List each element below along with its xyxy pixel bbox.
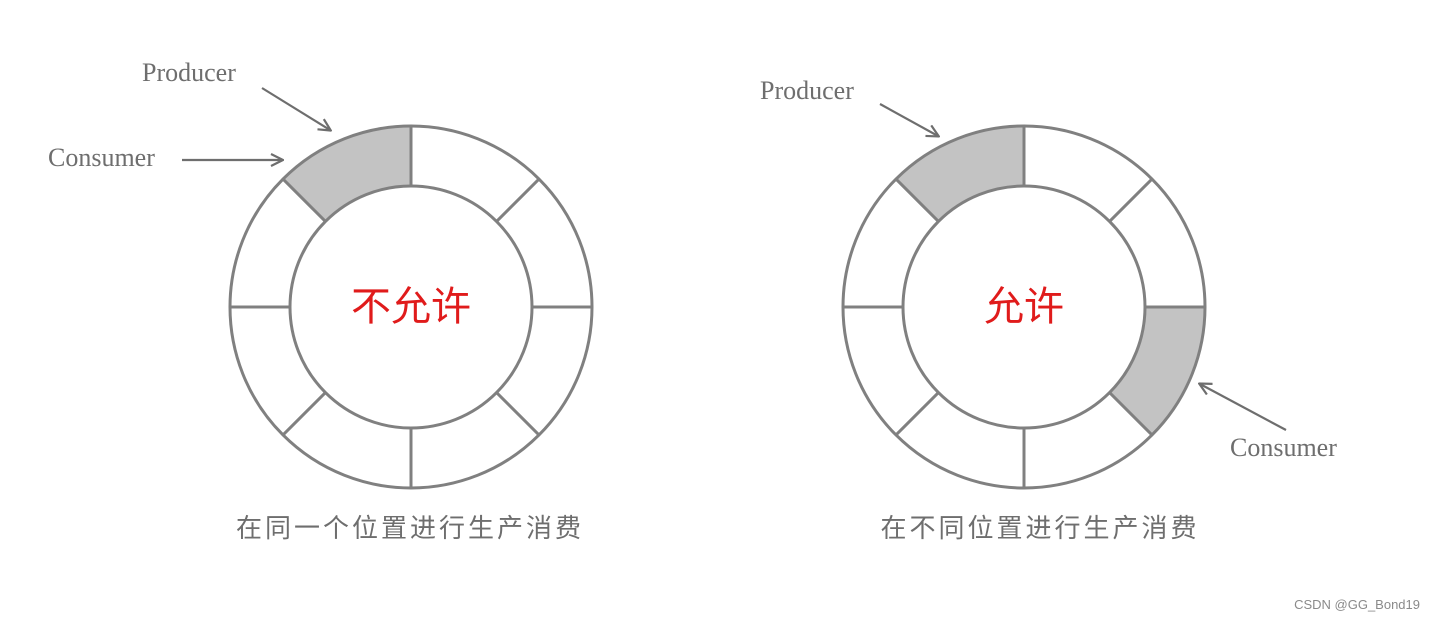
ring-segment — [843, 307, 939, 435]
ring-segment — [896, 392, 1024, 488]
producer-arrow-left — [261, 87, 330, 130]
ring-segment — [496, 179, 592, 307]
ring-segment-highlighted — [896, 126, 1024, 222]
ring-divider — [1108, 177, 1154, 223]
ring-segment — [1024, 392, 1152, 488]
consumer-arrow-right — [1200, 384, 1287, 431]
ring-segment — [411, 126, 539, 222]
caption-left: 在同一个位置进行生产消费 — [236, 514, 584, 544]
consumer-label-right: Consumer — [1230, 433, 1337, 462]
consumer-label-left: Consumer — [48, 143, 155, 172]
ring-segment — [230, 307, 326, 435]
left-ring-diagram: 不允许 Producer Consumer 在同一个位置进行生产消费 — [48, 58, 594, 544]
ring-divider — [281, 177, 327, 223]
ring-segment — [1024, 126, 1152, 222]
ring-segment — [230, 179, 326, 307]
ring-divider — [495, 177, 541, 223]
center-text-right: 允许 — [984, 284, 1064, 330]
ring-divider — [1108, 391, 1154, 437]
right-ring-diagram: 允许 Producer Consumer 在不同位置进行生产消费 — [760, 76, 1337, 544]
producer-label-left: Producer — [142, 58, 236, 87]
ring-segment — [411, 392, 539, 488]
caption-right: 在不同位置进行生产消费 — [880, 514, 1199, 544]
ring-segment-highlighted — [283, 126, 411, 222]
ring-segment — [283, 392, 411, 488]
producer-label-right: Producer — [760, 76, 854, 105]
center-text-left: 不允许 — [351, 284, 471, 330]
ring-segment — [1109, 179, 1205, 307]
ring-divider — [281, 391, 327, 437]
ring-divider — [495, 391, 541, 437]
ring-divider — [894, 391, 940, 437]
ring-buffer-right — [841, 124, 1207, 490]
watermark: CSDN @GG_Bond19 — [1294, 597, 1420, 612]
ring-segment-highlighted — [1109, 307, 1205, 435]
ring-segment — [843, 179, 939, 307]
producer-arrow-right — [879, 103, 938, 136]
ring-segment — [496, 307, 592, 435]
ring-divider — [894, 177, 940, 223]
ring-buffer-left — [228, 124, 594, 490]
